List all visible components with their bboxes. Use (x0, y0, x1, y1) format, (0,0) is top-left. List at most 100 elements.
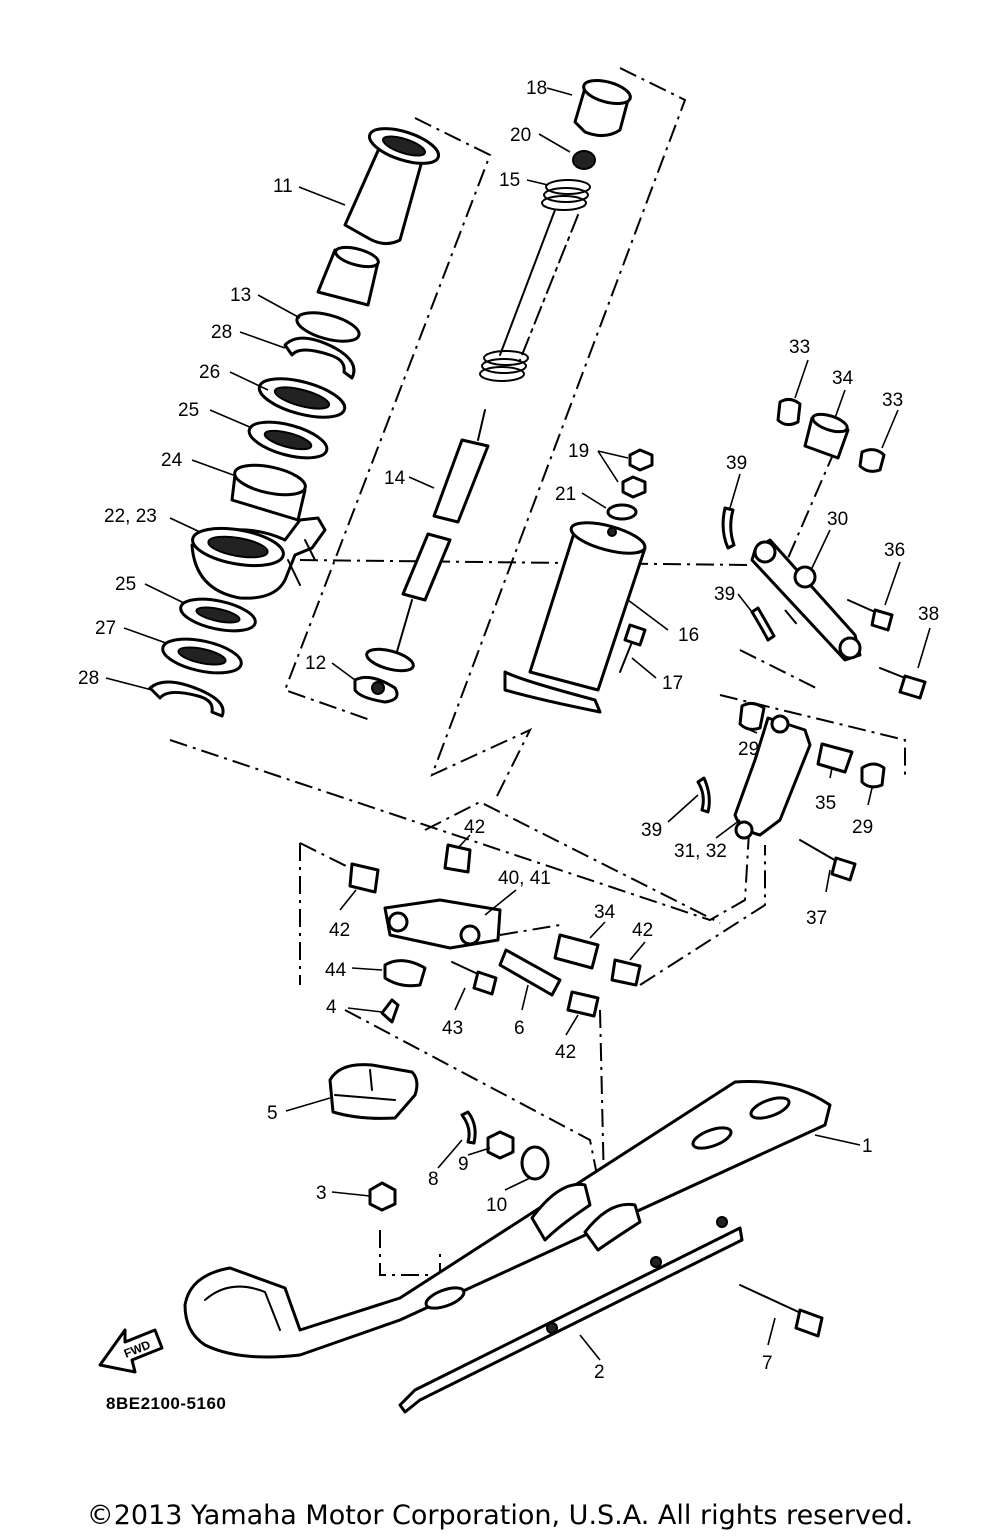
part-14-shock-absorber (365, 409, 490, 673)
callout-33-right: 33 (882, 390, 903, 411)
callout-40-41: 40, 41 (498, 868, 551, 889)
part-2-wear-rod (398, 1216, 744, 1414)
part-9-nut (486, 1130, 515, 1160)
callout-29-right: 29 (852, 817, 873, 838)
callout-7: 7 (762, 1353, 773, 1374)
part-31-32-bracket (733, 714, 812, 840)
part-4-screw (380, 998, 400, 1024)
callout-39-middle: 39 (714, 584, 735, 605)
part-39-cotter-pin-b (750, 606, 776, 642)
part-33-bushing-left (776, 397, 802, 427)
part-24-bushing (230, 463, 307, 522)
part-34-collar-upper (803, 412, 850, 460)
callout-9: 9 (458, 1154, 469, 1175)
callout-39-bottom: 39 (641, 820, 662, 841)
part-3-nut (368, 1181, 397, 1212)
part-25-washer-upper (247, 420, 329, 460)
callout-14: 14 (384, 468, 406, 489)
part-10-washer (520, 1145, 550, 1181)
part-33-bushing-right (858, 448, 886, 473)
part-21-washer (606, 503, 638, 521)
part-11-outer-tube (343, 127, 441, 245)
part-44-rubber (383, 959, 427, 988)
callout-44: 44 (325, 960, 347, 981)
fwd-arrow-icon: FWD (98, 1328, 164, 1374)
callout-4: 4 (326, 997, 337, 1018)
part-19-nuts (621, 448, 654, 499)
callout-37: 37 (806, 908, 827, 929)
callout-11: 11 (273, 176, 293, 197)
callout-42-left: 42 (329, 920, 350, 941)
part-34-collar-lower (553, 933, 600, 970)
callout-38: 38 (918, 604, 939, 625)
part-15-spring (479, 179, 591, 382)
part-27-washer (161, 637, 243, 675)
part-16-cylinder-housing (503, 521, 647, 714)
assembly-lines (169, 67, 906, 1276)
part-42-collar-c (610, 958, 642, 987)
callout-29-left: 29 (738, 739, 759, 760)
callout-36: 36 (884, 540, 905, 561)
callout-33-left: 33 (789, 337, 810, 358)
part-26-seal (257, 377, 347, 419)
part-28-circlip-upper (283, 336, 356, 380)
callout-6: 6 (514, 1018, 525, 1039)
part-12-mount (353, 675, 399, 704)
part-7-bolt (739, 1284, 824, 1338)
part-28-circlip-lower (148, 680, 225, 718)
callout-31-32: 31, 32 (674, 841, 727, 862)
callout-43: 43 (442, 1018, 463, 1039)
callout-12: 12 (305, 653, 326, 674)
callout-15: 15 (499, 170, 520, 191)
callout-39-top: 39 (726, 453, 747, 474)
part-43-bolt (451, 961, 498, 996)
callout-35: 35 (815, 793, 836, 814)
part-37-bolt (799, 839, 857, 882)
callouts: 1 2 3 4 5 6 7 8 9 10 11 12 13 14 15 16 1… (78, 78, 939, 1383)
part-13-washer (295, 311, 361, 343)
part-22-23-spindle-housing (190, 516, 327, 600)
part-39-cotter-pin-c (696, 776, 711, 814)
callout-17: 17 (662, 673, 683, 694)
exploded-parts-diagram: FWD (78, 67, 939, 1414)
part-40-41-clamp (383, 898, 502, 950)
part-38-bolt (879, 667, 927, 700)
part-36-bolt (847, 599, 894, 632)
callout-3: 3 (316, 1183, 327, 1204)
part-42-collar-d (566, 990, 600, 1018)
callout-42-bottom: 42 (555, 1042, 576, 1063)
callout-34-upper: 34 (832, 368, 854, 389)
part-35-collar (816, 742, 854, 774)
callout-2: 2 (594, 1362, 605, 1383)
callout-34-lower: 34 (594, 902, 616, 923)
callout-22-23: 22, 23 (104, 506, 157, 527)
callout-42-top: 42 (464, 817, 485, 838)
callout-21: 21 (555, 484, 576, 505)
part-29-bushing-left (738, 701, 766, 731)
part-5-skid-pad (328, 1063, 419, 1120)
callout-25-lower: 25 (115, 574, 136, 595)
callout-24: 24 (161, 450, 183, 471)
leader-lines (105, 87, 931, 1361)
callout-10: 10 (486, 1195, 507, 1216)
copyright-notice: ©2013 Yamaha Motor Corporation, U.S.A. A… (86, 1500, 914, 1531)
callout-25-upper: 25 (178, 400, 199, 421)
part-18-cap (573, 79, 632, 137)
callout-5: 5 (267, 1103, 278, 1124)
part-39-cotter-pin-a (721, 506, 736, 550)
callout-19: 19 (568, 441, 589, 462)
part-30-arm (750, 538, 862, 662)
callout-26: 26 (199, 362, 220, 383)
part-17-bolt (619, 623, 647, 673)
callout-20: 20 (510, 125, 531, 146)
part-6-shaft (498, 948, 562, 997)
callout-42-right: 42 (632, 920, 653, 941)
part-42-collar-b (348, 862, 380, 894)
callout-13: 13 (230, 285, 251, 306)
callout-30: 30 (827, 509, 848, 530)
callout-18: 18 (526, 78, 547, 99)
callout-28-upper: 28 (211, 322, 232, 343)
part-25-washer-lower (179, 597, 257, 633)
part-20-collar (572, 150, 596, 170)
callout-1: 1 (862, 1136, 873, 1157)
